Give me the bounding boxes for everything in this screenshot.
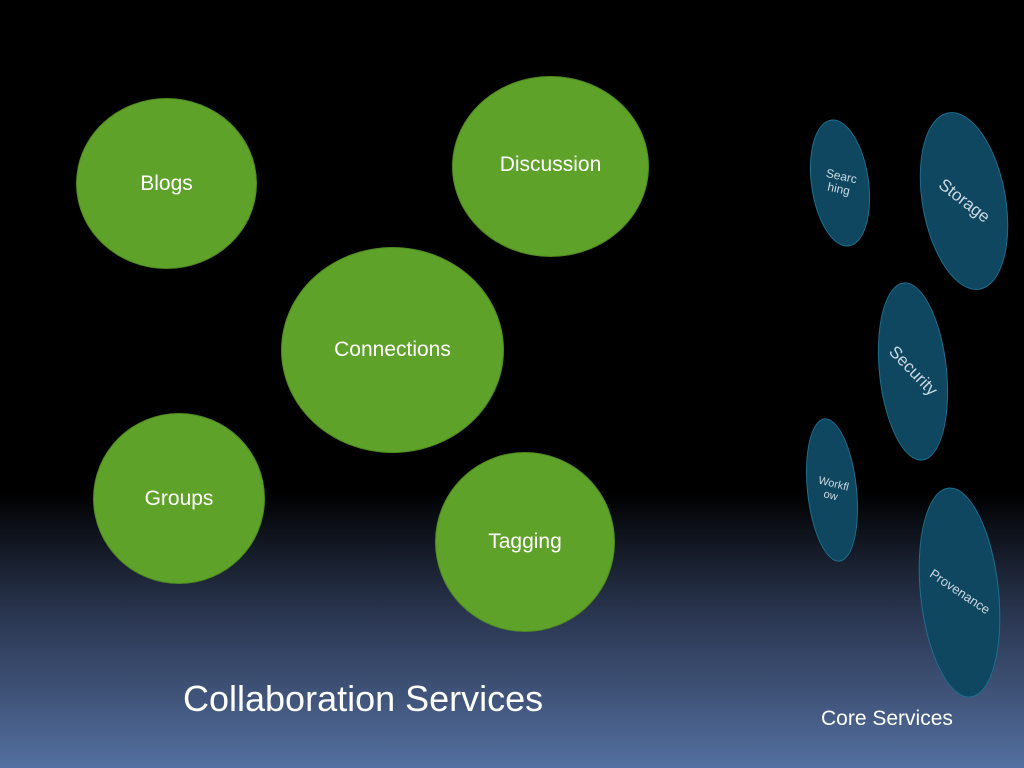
storage-bubble: Storage xyxy=(907,105,1021,297)
discussion-bubble: Discussion xyxy=(452,76,649,257)
tagging-bubble: Tagging xyxy=(435,452,615,632)
connections-bubble: Connections xyxy=(281,247,504,453)
storage-label: Storage xyxy=(935,174,994,227)
workflow-bubble: Workflow xyxy=(799,415,865,565)
security-bubble: Security xyxy=(869,278,957,465)
blogs-label: Blogs xyxy=(140,171,193,195)
security-label: Security xyxy=(885,342,942,400)
blogs-bubble: Blogs xyxy=(76,98,257,269)
collaboration-services-title: Collaboration Services xyxy=(183,678,544,719)
connections-label: Connections xyxy=(334,338,451,361)
groups-label: Groups xyxy=(144,486,214,510)
searching-label: Searching xyxy=(824,165,859,199)
searching-bubble: Searching xyxy=(802,115,878,251)
tagging-label: Tagging xyxy=(488,530,562,553)
workflow-label: Workflow xyxy=(816,474,850,504)
provenance-bubble: Provenance xyxy=(909,483,1010,702)
discussion-label: Discussion xyxy=(499,153,602,176)
groups-bubble: Groups xyxy=(93,413,265,584)
core-services-title: Core Services xyxy=(821,707,953,730)
provenance-label: Provenance xyxy=(926,566,993,618)
